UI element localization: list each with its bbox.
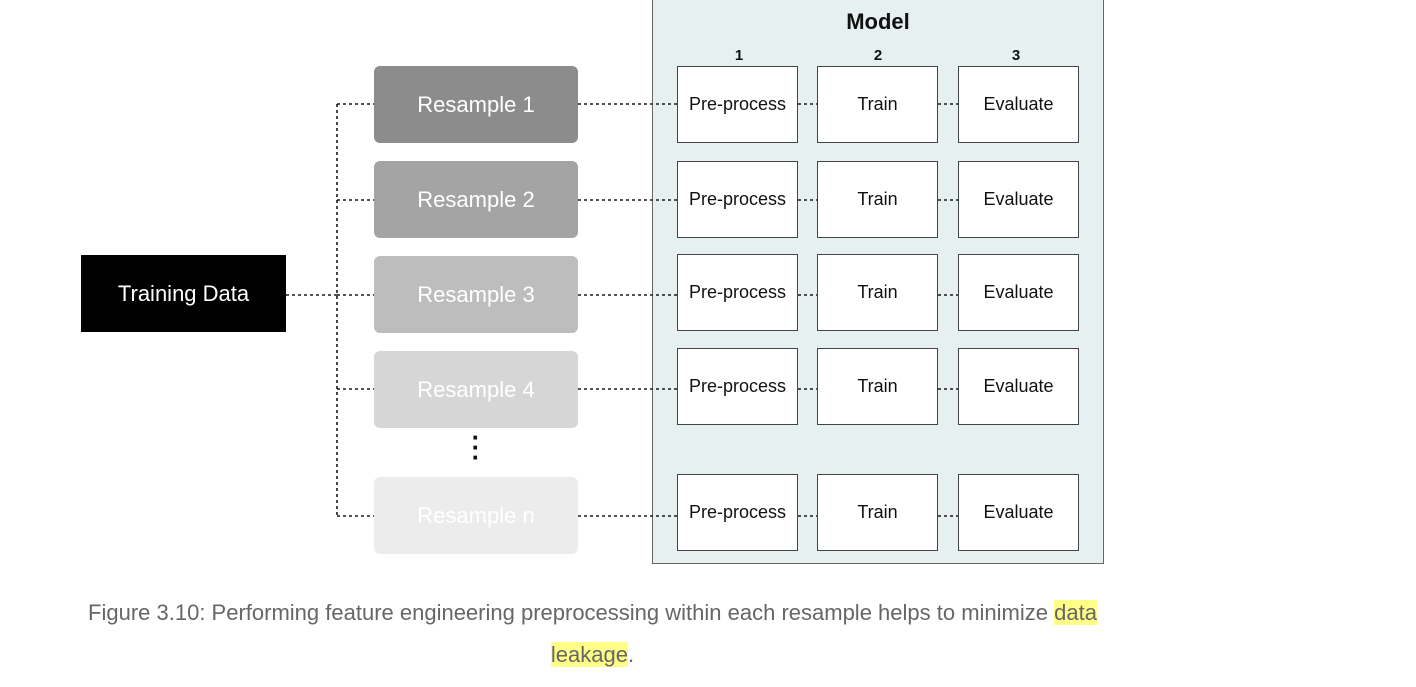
resample-label: Resample 3 bbox=[417, 281, 535, 307]
train-step: Train bbox=[817, 66, 938, 143]
preprocess-step: Pre-process bbox=[677, 474, 798, 551]
caption-highlight-leakage: leakage bbox=[550, 642, 628, 667]
resample-box-1: Resample 1 bbox=[374, 66, 578, 143]
preprocess-step: Pre-process bbox=[677, 66, 798, 143]
resample-label: Resample 2 bbox=[417, 186, 535, 212]
evaluate-step: Evaluate bbox=[958, 161, 1079, 238]
column-number-3: 3 bbox=[1011, 47, 1021, 64]
caption-highlight-data: data bbox=[1054, 600, 1097, 625]
column-number-1: 1 bbox=[734, 47, 744, 64]
resample-label: Resample 4 bbox=[417, 376, 535, 402]
resample-box-3: Resample 3 bbox=[374, 256, 578, 333]
ellipsis-vertical: ··· bbox=[471, 422, 481, 472]
preprocess-step: Pre-process bbox=[677, 161, 798, 238]
caption-end: . bbox=[627, 642, 635, 667]
evaluate-step: Evaluate bbox=[958, 66, 1079, 143]
train-step: Train bbox=[817, 161, 938, 238]
evaluate-step: Evaluate bbox=[958, 474, 1079, 551]
resample-label: Resample n bbox=[417, 502, 535, 528]
caption-text: Figure 3.10: Performing feature engineer… bbox=[88, 600, 1055, 625]
preprocess-step: Pre-process bbox=[677, 348, 798, 425]
resample-box-n: Resample n bbox=[374, 477, 578, 554]
train-step: Train bbox=[817, 474, 938, 551]
figure-caption: Figure 3.10: Performing feature engineer… bbox=[0, 592, 1185, 676]
training-data-box: Training Data bbox=[81, 255, 286, 332]
model-title: Model bbox=[846, 9, 910, 34]
evaluate-step: Evaluate bbox=[958, 348, 1079, 425]
resample-box-2: Resample 2 bbox=[374, 161, 578, 238]
train-step: Train bbox=[817, 254, 938, 331]
resample-label: Resample 1 bbox=[417, 91, 535, 117]
evaluate-step: Evaluate bbox=[958, 254, 1079, 331]
train-step: Train bbox=[817, 348, 938, 425]
resample-box-4: Resample 4 bbox=[374, 351, 578, 428]
column-number-2: 2 bbox=[873, 47, 883, 64]
preprocess-step: Pre-process bbox=[677, 254, 798, 331]
